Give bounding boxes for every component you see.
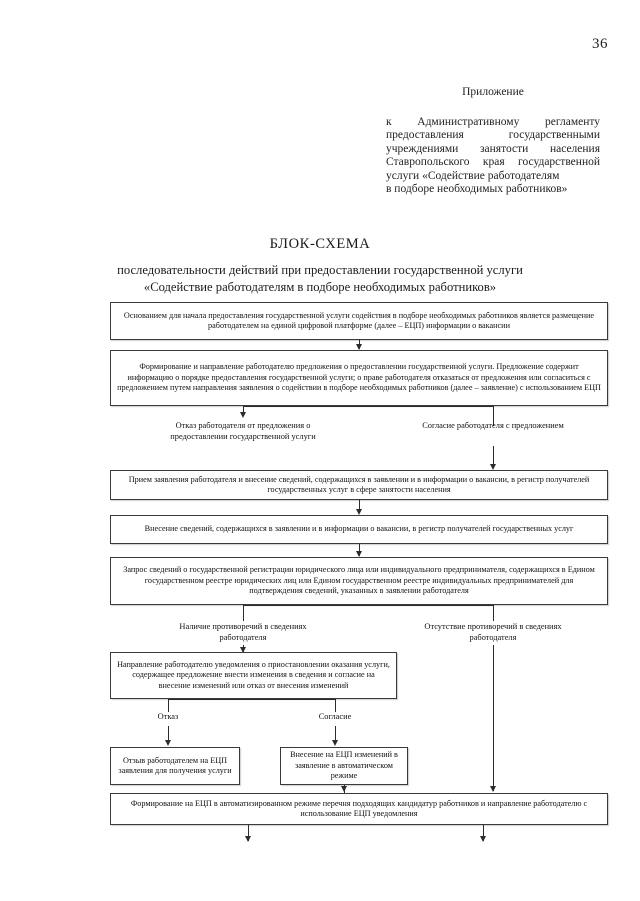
appendix-reference-line-2: в подборе необходимых работников»: [386, 183, 568, 196]
connector-no-contradictions-bypass: [493, 645, 494, 791]
appendix-reference-line-1: к Административному регламенту предостав…: [386, 116, 600, 182]
connector-consent-to-amendment: [335, 726, 336, 744]
connector-offer-split: [243, 406, 493, 407]
branch-label-refusal-of-offer-text: Отказ работодателя от предложения о пред…: [170, 421, 316, 441]
branch-label-notice-refusal-text: Отказ: [157, 712, 179, 721]
flow-node-candidate-list: Формирование на ЕЦП в автоматизированном…: [110, 793, 608, 825]
branch-label-notice-consent: Согласие: [295, 712, 375, 723]
connector-offer-split-stem-left: [243, 406, 244, 416]
flow-node-suspension-notice: Направление работодателю уведомления о п…: [110, 652, 397, 699]
flow-node-suspension-notice-text: Направление работодателю уведомления о п…: [117, 659, 390, 690]
connector-consent-to-application: [493, 446, 494, 468]
branch-label-contradictions-present: Наличие противоречий в сведениях работод…: [158, 622, 328, 643]
page-number: 36: [592, 36, 608, 52]
connector-request-split-stem-right: [493, 605, 494, 621]
flow-node-candidate-list-text: Формирование на ЕЦП в автоматизированном…: [130, 798, 588, 818]
connector-notice-split-stem-right: [335, 699, 336, 712]
arrowhead-entry-to-request: [355, 551, 362, 557]
connector-entry-to-request: [359, 544, 360, 556]
flow-node-data-entry-register-text: Внесение сведений, содержащихся в заявле…: [144, 524, 574, 534]
appendix-header: Приложение к Административному регламент…: [386, 86, 600, 196]
branch-label-consent-with-offer: Согласие работодателя с предложением: [403, 421, 583, 432]
flow-node-offer-formation: Формирование и направление работодателю …: [110, 350, 608, 406]
arrowhead-offer-refusal: [239, 412, 246, 418]
appendix-reference-text: к Административному регламенту предостав…: [386, 116, 600, 196]
flow-node-basis: Основанием для начала предоставления гос…: [110, 302, 608, 340]
connector-candidates-out-right: [483, 825, 484, 841]
flow-node-data-entry-register: Внесение сведений, содержащихся в заявле…: [110, 515, 608, 544]
branch-label-consent-with-offer-text: Согласие работодателя с предложением: [422, 421, 564, 430]
arrowhead-acceptance-to-entry: [355, 509, 362, 515]
branch-label-notice-refusal: Отказ: [128, 712, 208, 723]
flow-node-application-withdrawal: Отзыв работодателем на ЕЦП заявления для…: [110, 747, 240, 785]
flow-node-basis-text: Основанием для начала предоставления гос…: [123, 310, 595, 330]
flow-node-application-acceptance: Прием заявления работодателя и внесение …: [110, 470, 608, 500]
connector-notice-split-stem-left: [168, 699, 169, 712]
flow-node-registration-request-text: Запрос сведений о государственной регист…: [123, 565, 595, 596]
arrowhead-amendment-to-candidates: [340, 786, 347, 792]
arrowhead-candidates-out-right: [479, 836, 486, 842]
arrowhead-consent-to-amendment: [331, 740, 338, 746]
connector-request-split-stem-left: [243, 605, 244, 621]
page-title: БЛОК-СХЕМА: [269, 236, 371, 252]
connector-offer-split-stem-right: [493, 406, 494, 426]
connector-acceptance-to-entry: [359, 500, 360, 512]
branch-label-contradictions-present-text: Наличие противоречий в сведениях работод…: [179, 622, 307, 642]
connector-notice-split: [168, 699, 335, 700]
appendix-title: Приложение: [462, 86, 524, 98]
page-subtitle-line-2: «Содействие работодателям в подборе необ…: [143, 280, 497, 294]
arrowhead-no-contradictions-bypass: [489, 786, 496, 792]
flow-node-application-amendment-text: Внесение на ЕЦП изменений в заявление в …: [290, 750, 398, 781]
arrowhead-candidates-out-left: [244, 836, 251, 842]
branch-label-no-contradictions: Отсутствие противоречий в сведениях рабо…: [408, 622, 578, 643]
connector-refusal-to-withdrawal: [168, 726, 169, 744]
flow-node-offer-formation-text: Формирование и направление работодателю …: [117, 362, 601, 393]
branch-label-refusal-of-offer: Отказ работодателя от предложения о пред…: [148, 421, 338, 442]
branch-label-notice-consent-text: Согласие: [318, 712, 352, 721]
flow-node-application-withdrawal-text: Отзыв работодателем на ЕЦП заявления для…: [118, 755, 232, 775]
flow-node-registration-request: Запрос сведений о государственной регист…: [110, 557, 608, 605]
arrowhead-basis-to-offer: [355, 344, 362, 350]
arrowhead-refusal-to-withdrawal: [164, 740, 171, 746]
connector-request-split: [243, 605, 493, 606]
page-subtitle: последовательности действий при предоста…: [60, 262, 580, 296]
arrowhead-consent-to-application: [489, 464, 496, 470]
flow-node-application-amendment: Внесение на ЕЦП изменений в заявление в …: [280, 747, 408, 785]
flow-node-application-acceptance-text: Прием заявления работодателя и внесение …: [128, 474, 590, 494]
page-subtitle-line-1: последовательности действий при предоста…: [117, 263, 523, 277]
branch-label-no-contradictions-text: Отсутствие противоречий в сведениях рабо…: [424, 622, 562, 642]
arrowhead-contradictions-to-notice: [239, 647, 246, 653]
connector-candidates-out-left: [248, 825, 249, 841]
